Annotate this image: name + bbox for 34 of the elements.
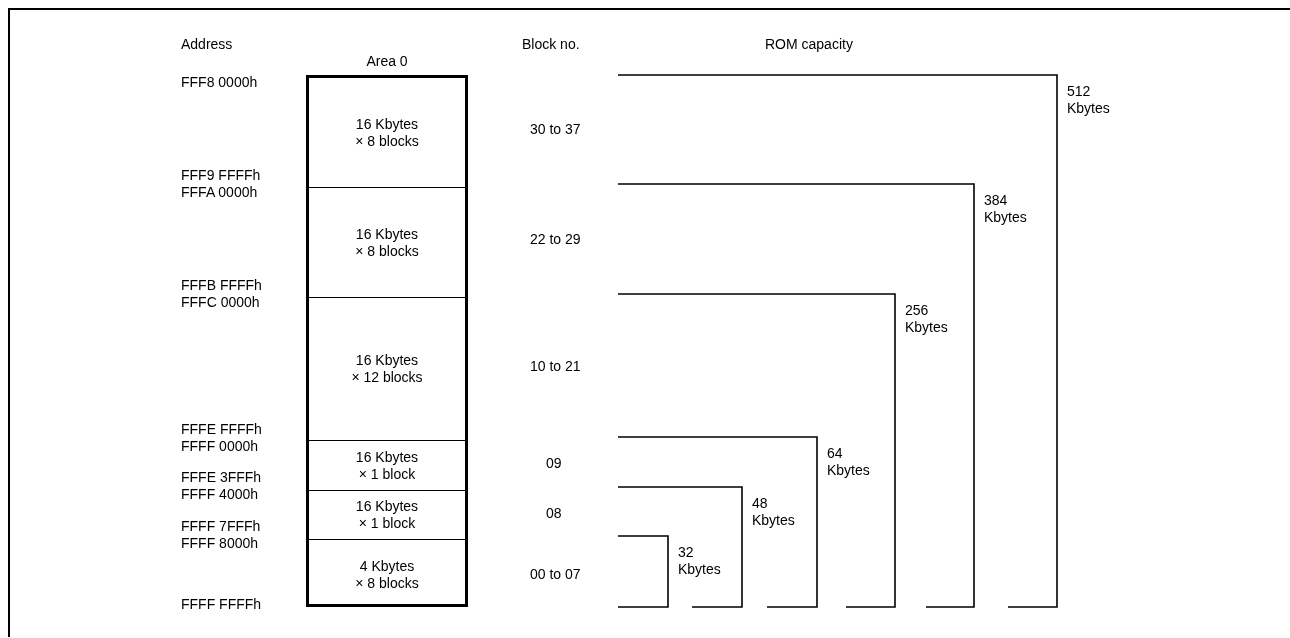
address-label: FFFF 7FFFh [181, 518, 261, 535]
block-number: 22 to 29 [530, 231, 581, 248]
address-label: FFFE FFFFh [181, 421, 262, 438]
address-label: FFFB FFFFh [181, 277, 262, 294]
block-number: 09 [546, 455, 562, 472]
block-size-text: 16 Kbytes × 8 blocks [354, 225, 420, 260]
address-label: FFFF 8000h [181, 535, 259, 552]
address-label: FFFA 0000h [181, 184, 258, 201]
address-label: FFFF 4000h [181, 486, 259, 503]
capacity-label: 512 Kbytes [1067, 83, 1111, 117]
capacity-label: 48 Kbytes [752, 495, 796, 529]
block-number: 10 to 21 [530, 358, 581, 375]
block-size-text: 16 Kbytes × 1 block [354, 448, 420, 483]
capacity-label: 256 Kbytes [905, 302, 949, 336]
address-label: FFF8 0000h [181, 74, 258, 91]
block-size-text: 4 Kbytes × 8 blocks [354, 558, 420, 592]
capacity-label: 32 Kbytes [678, 544, 722, 578]
block-number: 08 [546, 505, 562, 522]
capacity-label: 64 Kbytes [827, 445, 871, 479]
address-label: FFFC 0000h [181, 294, 260, 311]
column-heading: Block no. [522, 36, 580, 53]
block-size-text: 16 Kbytes × 8 blocks [354, 115, 420, 150]
address-label: FFF9 FFFFh [181, 167, 261, 184]
capacity-label: 384 Kbytes [984, 192, 1028, 226]
address-label: FFFE 3FFFh [181, 469, 262, 486]
block-number: 00 to 07 [530, 566, 581, 583]
area-title: Area 0 [365, 53, 409, 70]
address-label: FFFF FFFFh [181, 596, 262, 613]
block-size-text: 16 Kbytes × 12 blocks [350, 352, 424, 386]
block-size-text: 16 Kbytes × 1 block [354, 498, 420, 532]
column-heading: ROM capacity [765, 36, 853, 53]
block-number: 30 to 37 [530, 121, 581, 138]
address-label: FFFF 0000h [181, 438, 259, 455]
column-heading: Address [181, 36, 233, 53]
